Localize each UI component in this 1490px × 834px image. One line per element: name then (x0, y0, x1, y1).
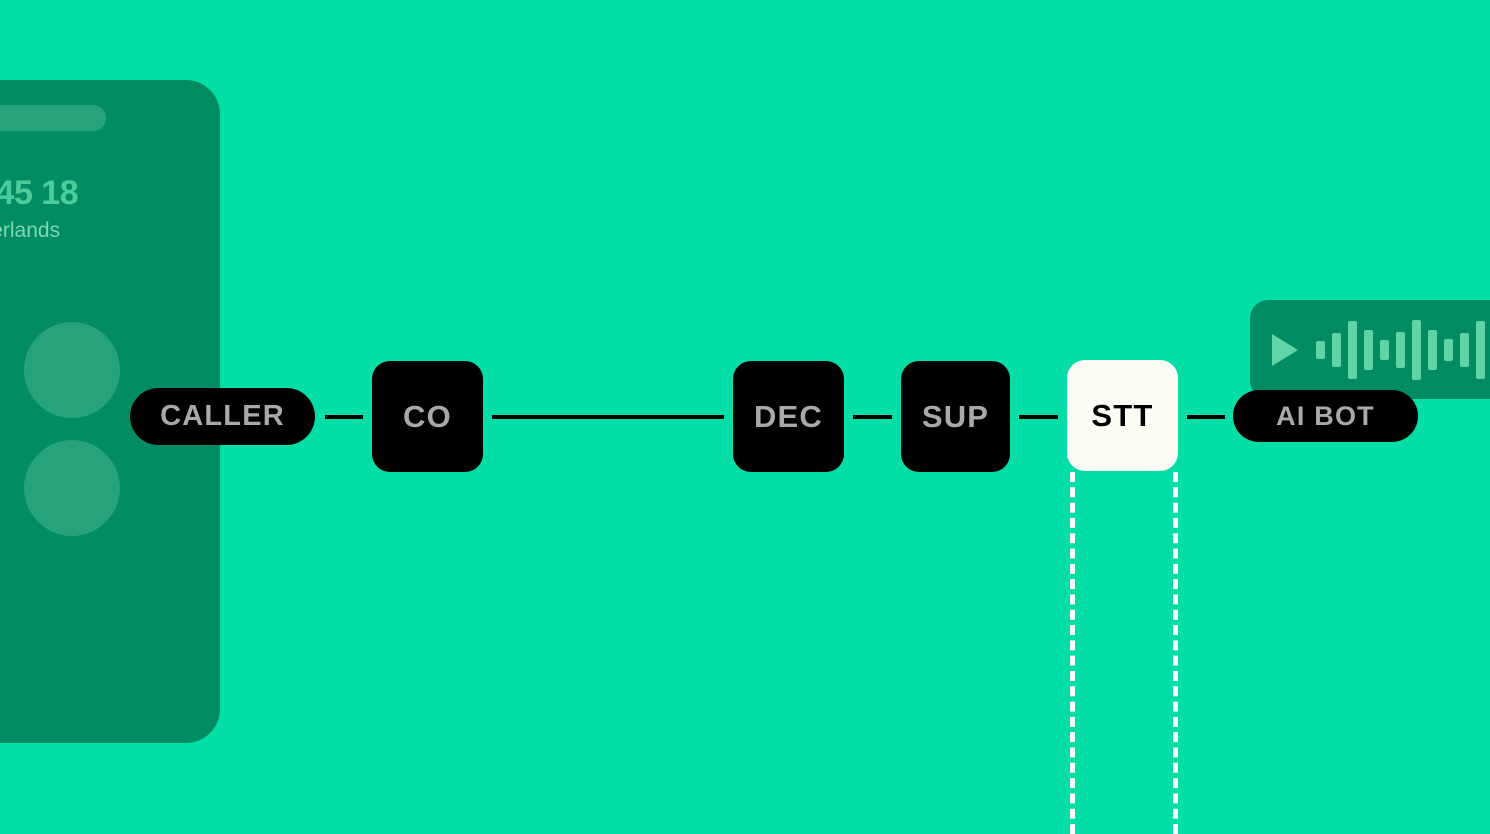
connector-stt-aibot (1187, 415, 1225, 419)
flow-node-dec[interactable]: DEC (733, 361, 844, 472)
call-action-grid (0, 322, 160, 536)
flow-node-label: SUP (921, 398, 990, 434)
flow-node-label: DEC (753, 398, 824, 434)
flow-node-co[interactable]: CO (372, 361, 483, 472)
caller-location: am, Netherlands (0, 219, 61, 242)
connector-caller-co (325, 415, 363, 419)
flow-node-label: AI BOT (1276, 400, 1375, 431)
caller-phone-number: 20 87 45 18 (0, 174, 79, 212)
waveform-bar (1316, 340, 1325, 359)
flow-node-sup[interactable]: SUP (901, 361, 1010, 472)
flow-node-ai-bot[interactable]: AI BOT (1233, 390, 1418, 442)
play-icon[interactable] (1272, 333, 1298, 366)
connector-co-dec (492, 415, 724, 419)
waveform-bar (1412, 319, 1421, 380)
connector-sup-stt (1019, 415, 1058, 419)
audio-player-card[interactable] (1250, 300, 1490, 399)
waveform-bar (1460, 332, 1469, 367)
flow-node-caller[interactable]: CALLER (130, 388, 315, 445)
audio-waveform (1316, 318, 1490, 382)
call-action-button[interactable] (24, 440, 120, 536)
stt-right-guide (1173, 472, 1178, 834)
flow-node-label: CALLER (160, 400, 285, 432)
waveform-bar (1476, 320, 1485, 379)
card-title-placeholder (0, 105, 106, 131)
flow-node-label: STT (1091, 397, 1154, 433)
call-action-button[interactable] (24, 322, 120, 418)
waveform-bar (1444, 338, 1453, 361)
waveform-bar (1396, 331, 1405, 368)
stt-left-guide (1070, 472, 1075, 834)
waveform-bar (1364, 329, 1373, 370)
waveform-bar (1428, 329, 1437, 370)
connector-dec-sup (853, 415, 892, 419)
waveform-bar (1332, 332, 1341, 367)
waveform-bar (1348, 320, 1357, 379)
flow-node-stt[interactable]: STT (1067, 360, 1178, 471)
flow-node-label: CO (403, 398, 452, 434)
waveform-bar (1380, 339, 1389, 360)
